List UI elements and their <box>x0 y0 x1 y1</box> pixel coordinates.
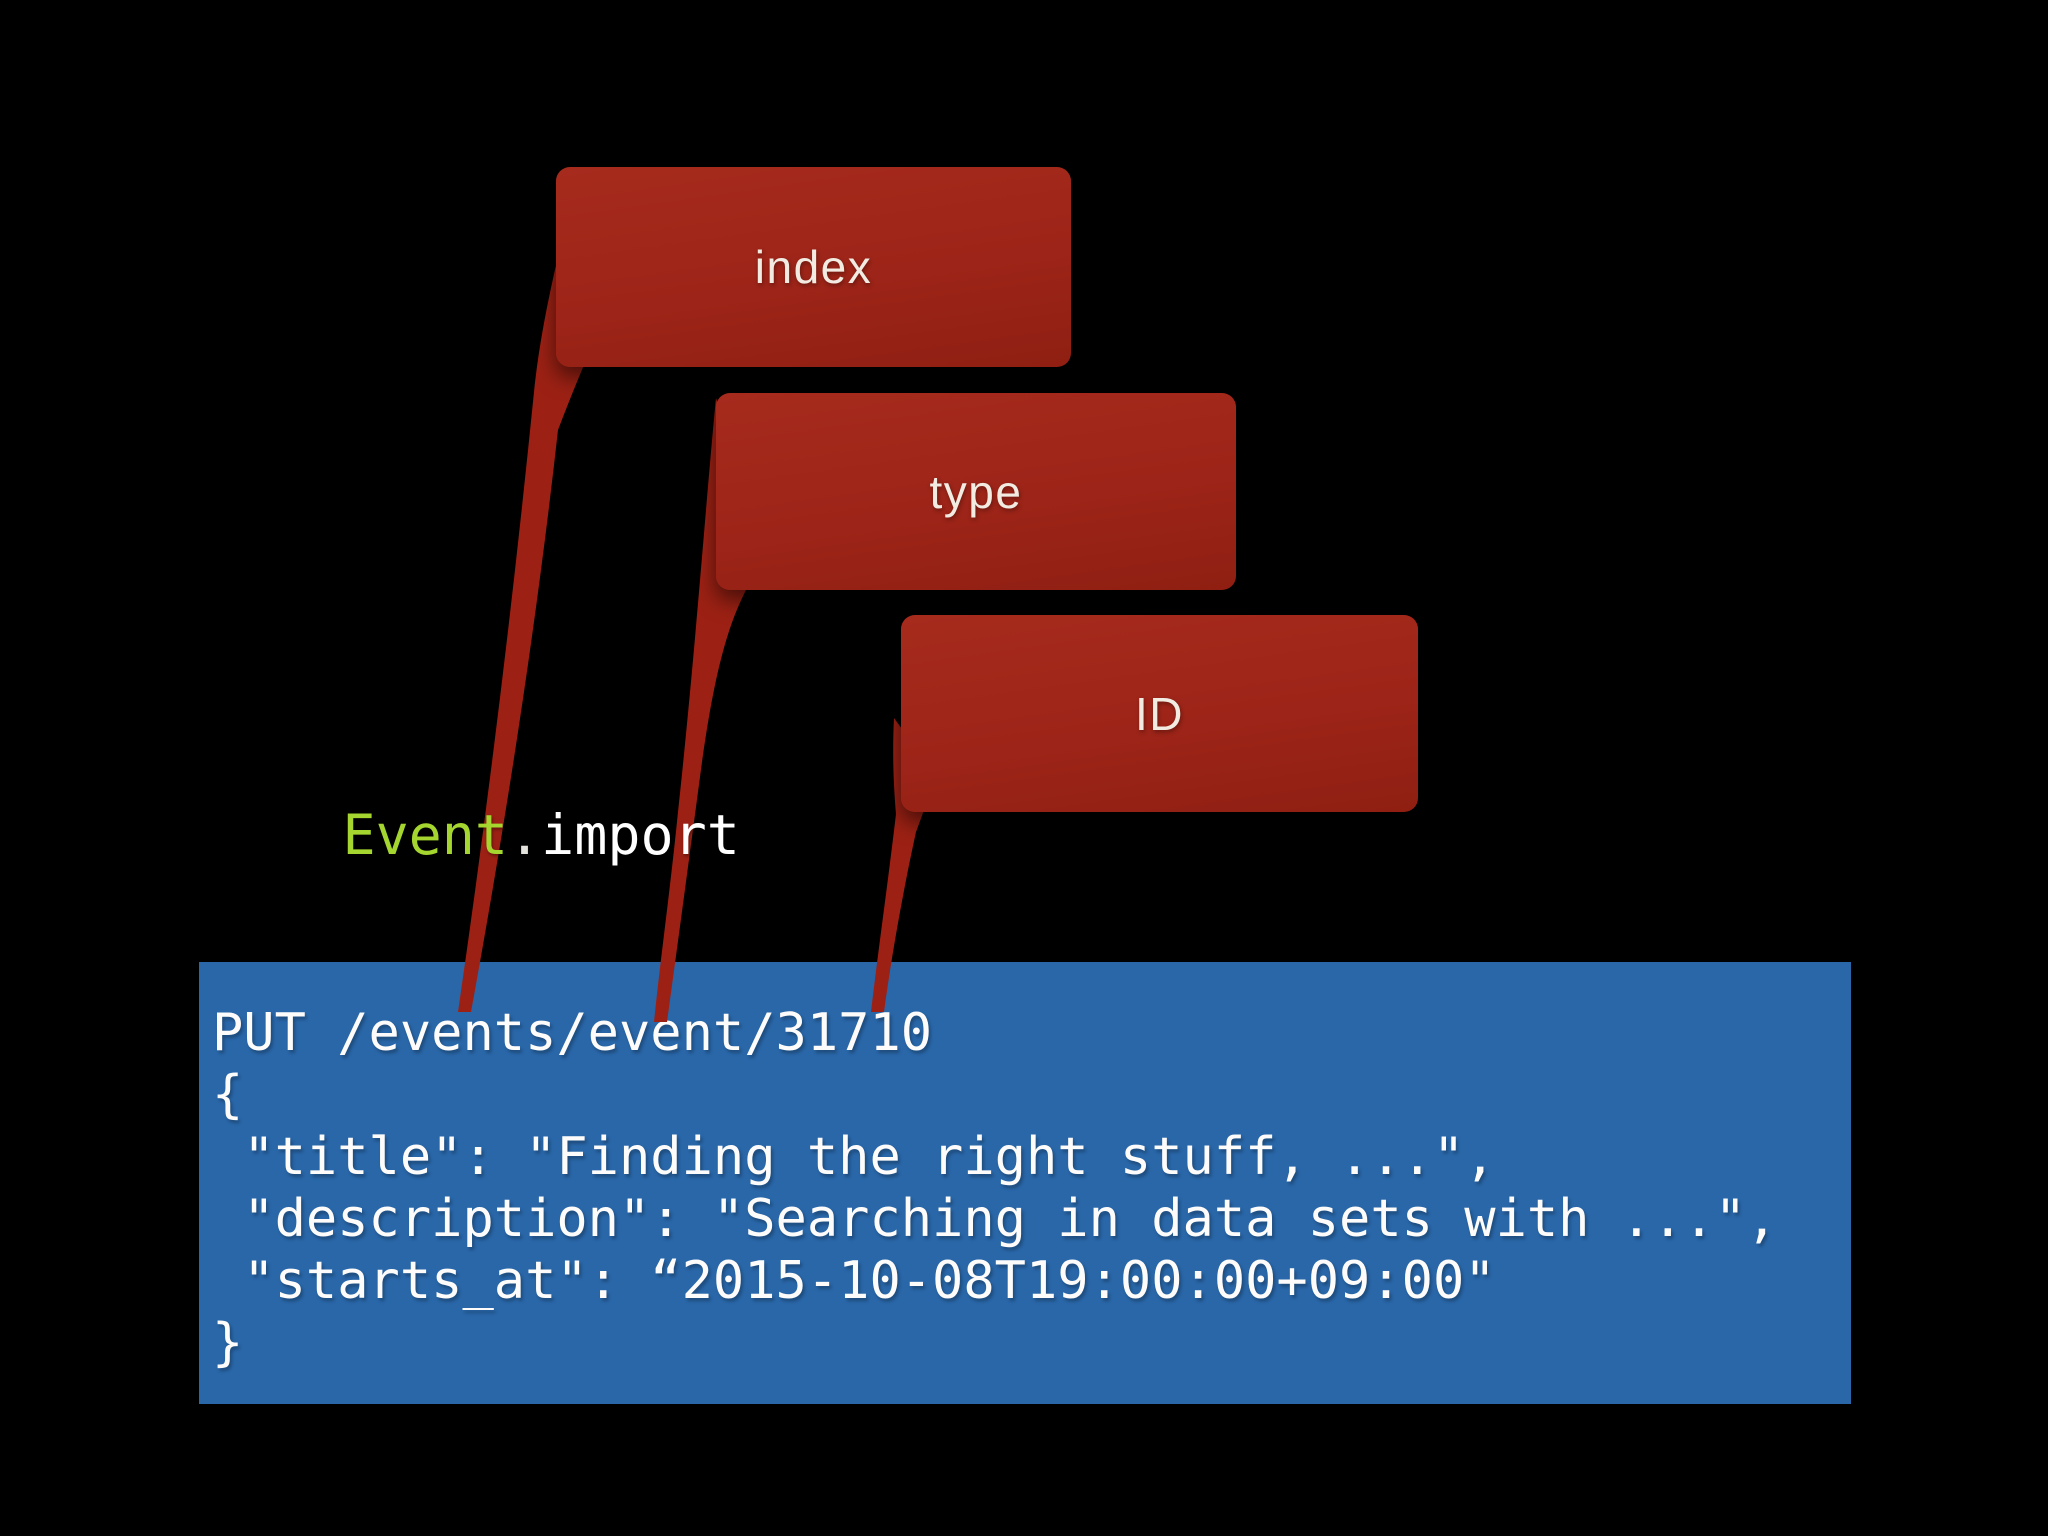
callout-id: ID <box>901 615 1418 812</box>
code-line-title: "title": "Finding the right stuff, ...", <box>212 1127 1496 1187</box>
code-block: PUT /events/event/31710 { "title": "Find… <box>199 962 1851 1404</box>
code-line-open-brace: { <box>212 1065 244 1125</box>
code-line-request: PUT /events/event/31710 <box>212 1003 933 1063</box>
callout-index-label: index <box>754 241 873 293</box>
callout-type-label: type <box>929 465 1023 518</box>
code-line-starts-at: "starts_at": “2015-10-08T19:00:00+09:00" <box>212 1251 1496 1311</box>
method-object-name: Event <box>342 803 509 867</box>
method-label: Event.import <box>210 745 740 925</box>
code-line-description: "description": "Searching in data sets w… <box>212 1189 1778 1249</box>
method-separator: . <box>508 803 542 867</box>
code-line-close-brace: } <box>212 1313 244 1373</box>
callout-type: type <box>716 393 1236 590</box>
method-name: import <box>541 803 740 867</box>
callout-id-label: ID <box>1135 687 1184 740</box>
callout-index: index <box>556 167 1071 367</box>
